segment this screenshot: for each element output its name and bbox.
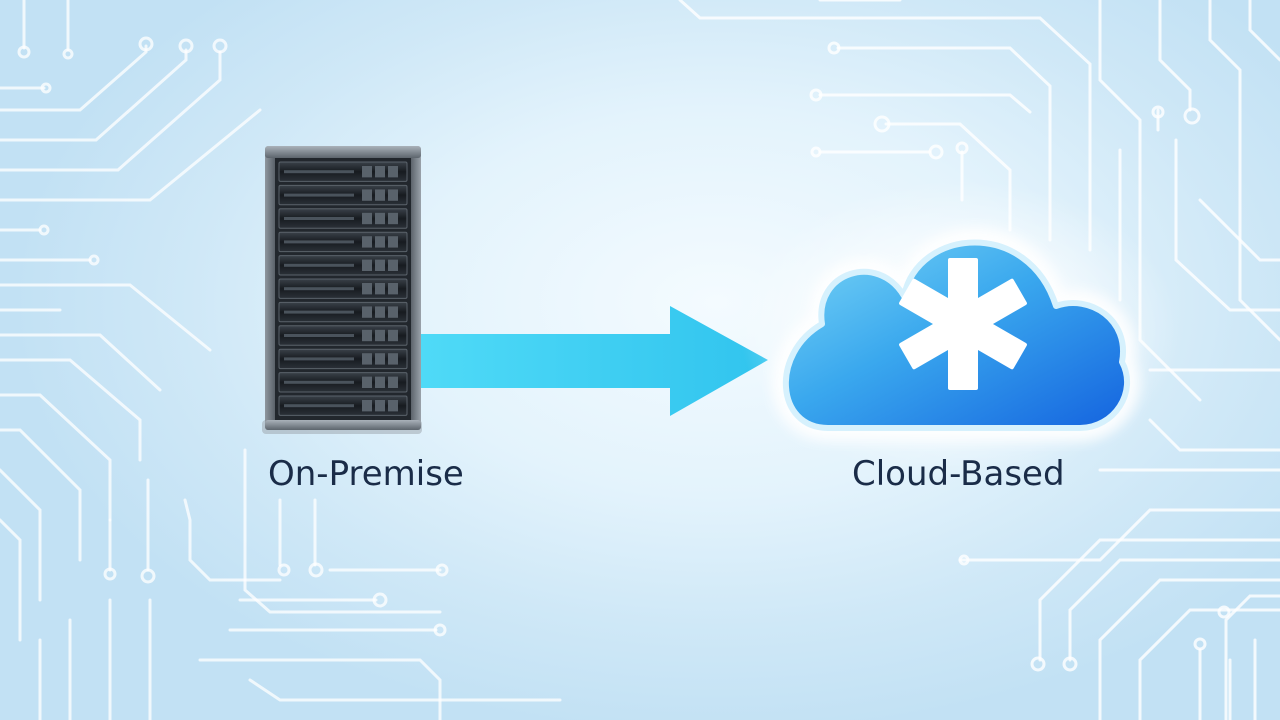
server-bay [278, 161, 408, 182]
server-rack-icon [262, 146, 422, 434]
server-bay [278, 208, 408, 229]
server-bay [278, 255, 408, 276]
server-bay [278, 325, 408, 346]
circuit-pattern-left [0, 0, 562, 720]
target-label: Cloud-Based [852, 454, 1065, 494]
arrow-right-icon [421, 306, 768, 416]
server-bay [278, 395, 408, 416]
server-bay [278, 348, 408, 370]
cloud-icon [740, 180, 1180, 480]
server-bay [278, 301, 408, 323]
server-bay [278, 372, 408, 393]
source-label: On-Premise [268, 454, 464, 494]
server-bay [278, 278, 408, 299]
server-bay [278, 184, 408, 206]
asterisk-icon [899, 258, 1027, 390]
server-bay [278, 231, 408, 253]
